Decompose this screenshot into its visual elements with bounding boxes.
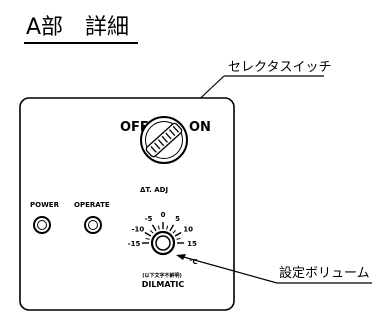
dial-tick <box>174 231 182 237</box>
dial-tick <box>172 229 177 234</box>
dial-scale-label: 0 <box>161 211 166 219</box>
power-indicator-lamp <box>33 216 51 234</box>
setting-volume-callout-label: 設定ボリューム <box>279 265 370 281</box>
dial-scale-label: -5 <box>145 215 153 223</box>
brand-subtext: (以下文字不鮮明) <box>142 272 182 279</box>
dial-tick <box>151 224 157 232</box>
dial-tick <box>144 231 152 237</box>
dial-scale-label: -10 <box>132 226 145 234</box>
setting-volume-leader-arrowhead <box>176 254 186 260</box>
operate-indicator-label: OPERATE <box>74 201 110 209</box>
selector-switch-lever <box>145 122 183 158</box>
dial-scale-ticks <box>142 222 184 244</box>
brand-name: DILMATIC <box>142 280 185 289</box>
switch-on-label: ON <box>189 120 211 135</box>
dial-unit-label: °C <box>189 258 198 266</box>
dial-tick <box>149 229 154 234</box>
selector-switch-knob[interactable] <box>140 116 188 164</box>
diagram-title: A部 詳細 <box>26 15 129 40</box>
dial-scale-label: 5 <box>175 215 180 223</box>
dial-label: ΔT. ADJ <box>140 186 168 194</box>
power-indicator-label: POWER <box>30 201 60 209</box>
dial-scale-label: -15 <box>128 240 141 248</box>
dial-scale-labels: -15 -10-5 0 510 15 <box>128 211 197 248</box>
setting-volume-knob[interactable] <box>150 230 176 256</box>
dial-scale-label: 10 <box>183 226 193 234</box>
dial-tick <box>166 225 169 230</box>
dial-tick <box>169 224 175 232</box>
switch-off-label: OFF <box>120 120 149 135</box>
dial-tick <box>157 225 160 230</box>
setting-volume-leader-line <box>179 255 278 284</box>
dial-tick <box>145 237 150 240</box>
dial-scale-label: 15 <box>187 240 197 248</box>
selector-switch-callout-label: セレクタスイッチ <box>228 60 331 75</box>
operate-indicator-lamp <box>84 216 102 234</box>
dial-tick <box>176 237 181 240</box>
